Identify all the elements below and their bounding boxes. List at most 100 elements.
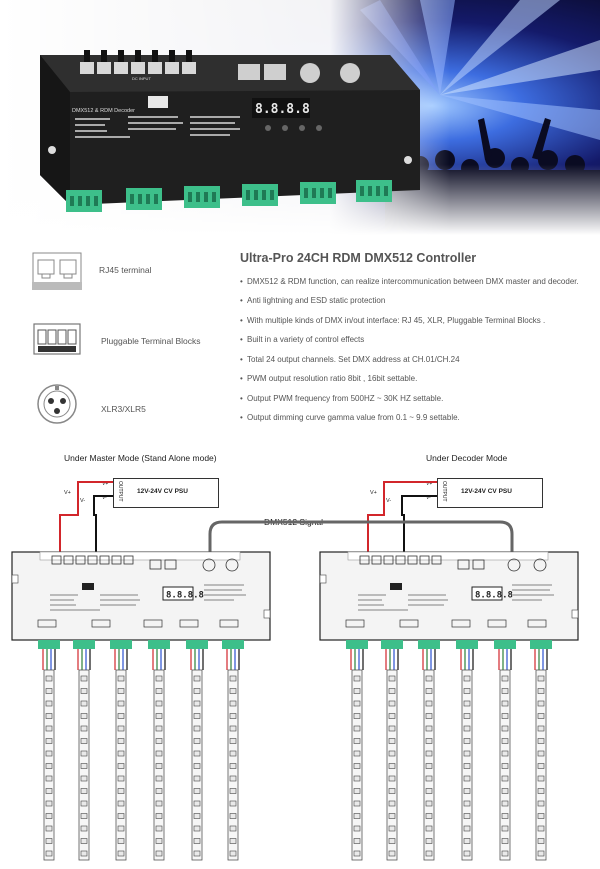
feature-item: Total 24 output channels. Set DMX addres… bbox=[240, 354, 590, 365]
led-chip bbox=[537, 825, 545, 832]
led-chip bbox=[80, 775, 88, 782]
led-chip bbox=[463, 688, 471, 694]
psu-vplus: V+ bbox=[102, 481, 109, 487]
led-chip bbox=[80, 800, 88, 807]
led-chip bbox=[353, 838, 361, 844]
led-chip bbox=[425, 788, 433, 794]
led-chip bbox=[117, 738, 125, 744]
led-chip bbox=[388, 700, 396, 707]
led-chip bbox=[425, 763, 433, 769]
led-chip bbox=[388, 738, 396, 744]
feature-item: Anti lightning and ESD static protection bbox=[240, 295, 590, 306]
led-chip bbox=[463, 825, 471, 832]
led-chip bbox=[155, 838, 163, 844]
led-chip bbox=[229, 788, 237, 794]
led-chip bbox=[155, 763, 163, 769]
led-chip bbox=[537, 738, 545, 744]
led-chip bbox=[229, 750, 237, 757]
rj45-label: RJ45 terminal bbox=[99, 265, 152, 275]
led-chip bbox=[45, 825, 53, 832]
terminal-block-icon bbox=[33, 323, 81, 355]
led-chip bbox=[501, 850, 509, 857]
led-chip bbox=[425, 813, 433, 819]
hero-illustration: DMX512 & RDM Decoder DC INPUT 8.8.8.8 bbox=[0, 0, 600, 235]
led-chip bbox=[388, 775, 396, 782]
led-chip bbox=[117, 813, 125, 819]
led-chip bbox=[501, 838, 509, 844]
led-chip bbox=[155, 800, 163, 807]
led-chip bbox=[425, 713, 433, 719]
led-chip bbox=[353, 688, 361, 694]
led-chip bbox=[501, 725, 509, 732]
led-chip bbox=[45, 725, 53, 732]
led-chip bbox=[501, 825, 509, 832]
wire-vminus-right: V- bbox=[386, 498, 392, 504]
led-chip bbox=[463, 763, 471, 769]
led-chip bbox=[353, 763, 361, 769]
led-chip bbox=[229, 850, 237, 857]
led-chip bbox=[193, 825, 201, 832]
product-name: DMX512 & RDM Decoder bbox=[72, 108, 135, 114]
feature-item: Built in a variety of control effects bbox=[240, 334, 590, 345]
feature-list: DMX512 & RDM function, can realize inter… bbox=[240, 276, 590, 432]
led-chip bbox=[425, 838, 433, 844]
led-chip bbox=[501, 688, 509, 694]
led-chip bbox=[537, 788, 545, 794]
led-chip bbox=[425, 725, 433, 732]
psu-label: 12V-24V CV PSU bbox=[137, 488, 188, 495]
led-chip bbox=[388, 688, 396, 694]
led-chip bbox=[80, 763, 88, 769]
led-chip bbox=[45, 838, 53, 844]
led-chip bbox=[193, 813, 201, 819]
wiring-diagram: 8.8.8.8 8.8.8.8 bbox=[11, 481, 579, 861]
led-chip bbox=[193, 850, 201, 857]
led-chip bbox=[353, 850, 361, 857]
psu-output-label: OUTPUT bbox=[441, 481, 447, 502]
led-chip bbox=[425, 775, 433, 782]
led-chip bbox=[463, 800, 471, 807]
led-chip bbox=[155, 713, 163, 719]
led-chip bbox=[388, 813, 396, 819]
led-chip bbox=[463, 850, 471, 857]
led-chip bbox=[537, 688, 545, 694]
led-chip bbox=[463, 738, 471, 744]
led-chip bbox=[45, 788, 53, 794]
led-chip bbox=[80, 788, 88, 794]
led-chip bbox=[537, 713, 545, 719]
led-chip bbox=[425, 688, 433, 694]
led-chip bbox=[537, 813, 545, 819]
led-chip bbox=[45, 713, 53, 719]
led-chip bbox=[80, 750, 88, 757]
xlr-label: XLR3/XLR5 bbox=[101, 404, 146, 414]
led-chip bbox=[117, 700, 125, 707]
led-chip bbox=[537, 750, 545, 757]
led-chip bbox=[501, 800, 509, 807]
led-chip bbox=[117, 800, 125, 807]
led-chip bbox=[229, 763, 237, 769]
led-chip bbox=[155, 750, 163, 757]
led-chip bbox=[353, 825, 361, 832]
led-chip bbox=[193, 775, 201, 782]
led-chip bbox=[193, 688, 201, 694]
led-strips-left bbox=[42, 649, 240, 861]
led-chip bbox=[388, 675, 396, 682]
feature-item: Output dimming curve gamma value from 0.… bbox=[240, 412, 590, 423]
led-chip bbox=[80, 813, 88, 819]
feature-item: With multiple kinds of DMX in/out interf… bbox=[240, 315, 590, 326]
led-chip bbox=[80, 700, 88, 707]
led-chip bbox=[117, 725, 125, 732]
led-chip bbox=[463, 713, 471, 719]
led-chip bbox=[229, 688, 237, 694]
decoder-device-right: 8.8.8.8 bbox=[319, 551, 579, 649]
led-chip bbox=[193, 750, 201, 757]
led-chip bbox=[501, 675, 509, 682]
psu-vplus: V+ bbox=[426, 481, 433, 487]
led-chip bbox=[193, 675, 201, 682]
led-chip bbox=[537, 800, 545, 807]
led-strips-right bbox=[350, 649, 548, 861]
decoder-device-left: 8.8.8.8 bbox=[11, 551, 271, 649]
led-chip bbox=[425, 750, 433, 757]
led-chip bbox=[45, 688, 53, 694]
led-chip bbox=[80, 725, 88, 732]
led-chip bbox=[80, 850, 88, 857]
